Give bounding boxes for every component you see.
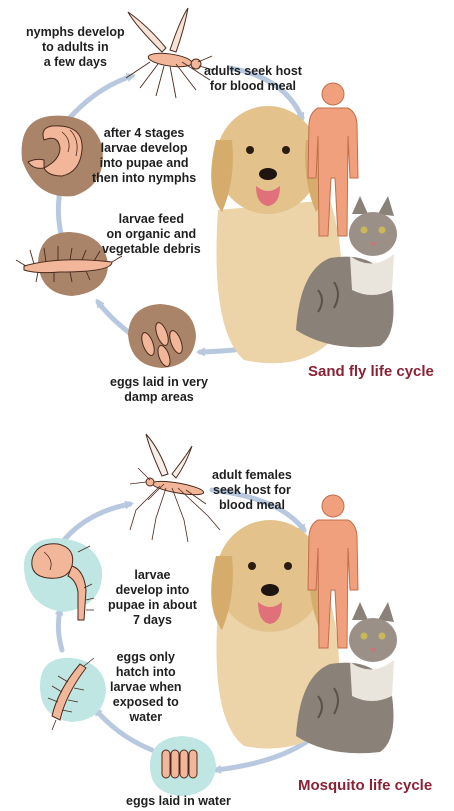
label-line: 7 days xyxy=(108,613,197,628)
label-line: a few days xyxy=(26,55,125,70)
label-line: on organic and xyxy=(102,227,201,242)
larva-icon xyxy=(40,658,106,730)
label-line: develop into xyxy=(108,583,197,598)
label-eggs: eggs laid in water xyxy=(126,794,231,809)
label-line: eggs laid in water xyxy=(126,794,231,809)
label-line: blood meal xyxy=(212,498,292,513)
egg-cluster-icon xyxy=(128,304,196,368)
label-line: pupae in about xyxy=(108,598,197,613)
label-larvae: eggs only hatch into larvae when exposed… xyxy=(110,650,182,725)
label-line: into pupae and xyxy=(92,156,196,171)
label-line: damp areas xyxy=(110,390,208,405)
sand-fly-diagram: nymphs develop to adults in a few days a… xyxy=(0,0,454,420)
pupa-icon xyxy=(24,538,102,620)
label-line: eggs only xyxy=(110,650,182,665)
arrow-eggs-to-larvae xyxy=(98,302,132,335)
diagram-title: Sand fly life cycle xyxy=(308,363,434,380)
label-line: for blood meal xyxy=(204,79,302,94)
mosquito-icon xyxy=(130,434,220,542)
label-adults: adults seek host for blood meal xyxy=(204,64,302,94)
label-line: after 4 stages xyxy=(92,126,196,141)
arrow-larvae-to-pupae xyxy=(58,190,62,238)
diagram-title: Mosquito life cycle xyxy=(298,777,432,794)
label-pupae: after 4 stages larvae develop into pupae… xyxy=(92,126,196,186)
label-line: adults seek host xyxy=(204,64,302,79)
label-line: vegetable debris xyxy=(102,242,201,257)
label-pupae: larvae develop into pupae in about 7 day… xyxy=(108,568,197,628)
label-line: seek host for xyxy=(212,483,292,498)
mosquito-diagram: adult females seek host for blood meal l… xyxy=(0,420,454,811)
label-line: hatch into xyxy=(110,665,182,680)
label-nymphs: nymphs develop to adults in a few days xyxy=(26,25,125,70)
label-line: larvae feed xyxy=(102,212,201,227)
label-line: adult females xyxy=(212,468,292,483)
label-line: larvae develop xyxy=(92,141,196,156)
label-line: water xyxy=(110,710,182,725)
label-line: then into nymphs xyxy=(92,171,196,186)
label-line: to adults in xyxy=(26,40,125,55)
label-larvae: larvae feed on organic and vegetable deb… xyxy=(102,212,201,257)
label-adults: adult females seek host for blood meal xyxy=(212,468,292,513)
label-line: nymphs develop xyxy=(26,25,125,40)
sand-fly-icon xyxy=(126,8,214,98)
arrow-pupae-to-adult xyxy=(66,76,132,122)
label-eggs: eggs laid in very damp areas xyxy=(110,375,208,405)
arrow-pupae-to-adult xyxy=(64,504,130,540)
egg-cluster-icon xyxy=(150,736,216,796)
label-line: eggs laid in very xyxy=(110,375,208,390)
pupa-icon xyxy=(22,116,103,197)
label-line: larvae when xyxy=(110,680,182,695)
label-line: larvae xyxy=(108,568,197,583)
arrow-larvae-to-pupae xyxy=(58,610,62,650)
label-line: exposed to xyxy=(110,695,182,710)
